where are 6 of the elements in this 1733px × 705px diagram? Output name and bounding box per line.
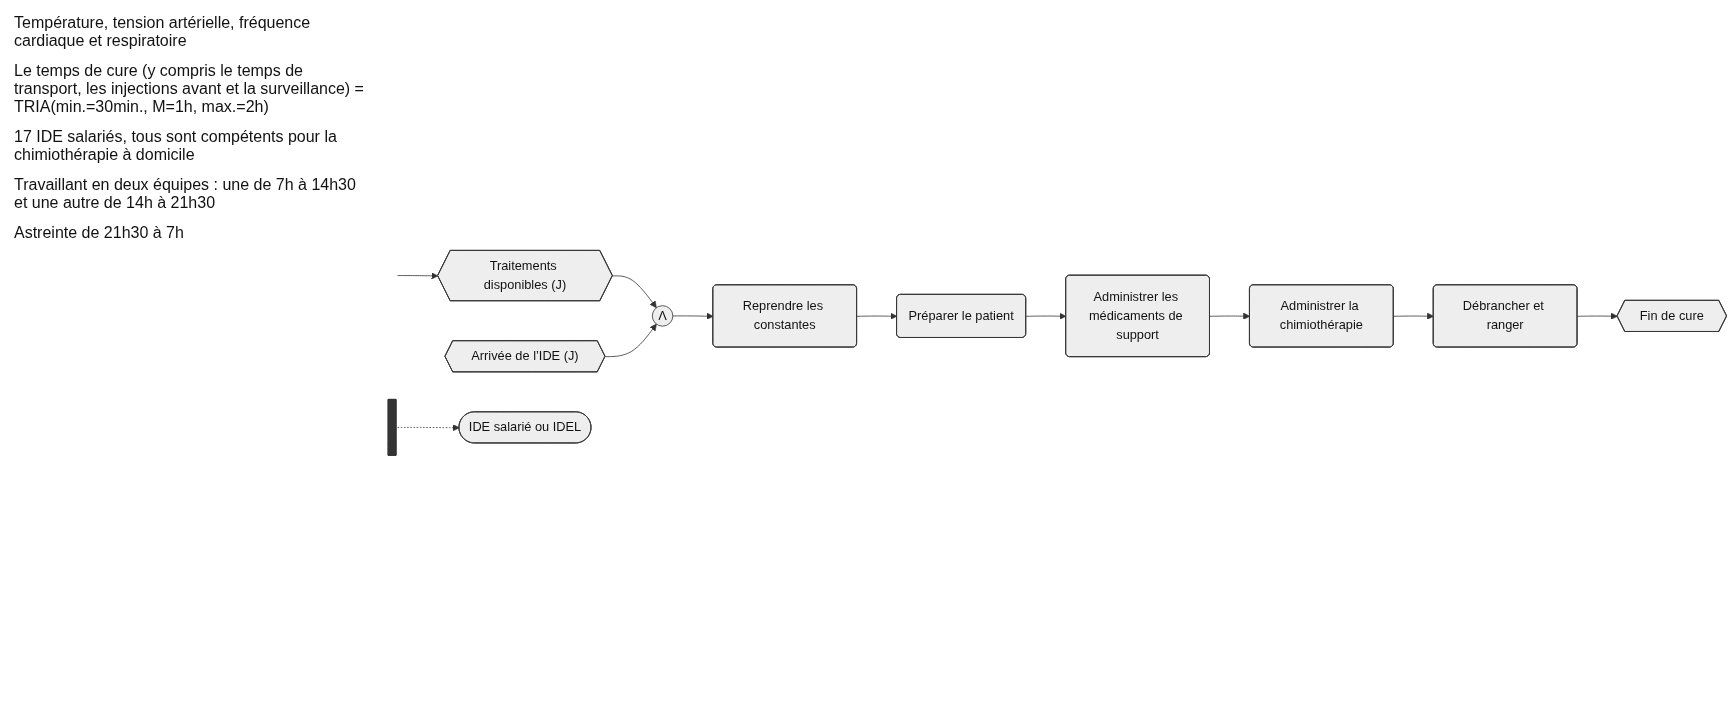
node-circle: Λ	[651, 304, 674, 327]
note-text: Astreinte de 21h30 à 7h	[14, 224, 185, 242]
note-text: 17 IDE salariés, tous sont compétents pour la chimiothérapie à domicile	[14, 128, 338, 164]
note-text: Le temps de cure (y compris le temps de transport, les injections avant et la surveillance) = TRIA(min.=30min., M=1h, max.=2h)	[14, 62, 365, 116]
note-text: Température, tension artérielle, fréquence cardiaque et respiratoire	[14, 14, 312, 50]
note-text: Travaillant en deux équipes : une de 7h à 14h30 et une autre de 14h à 21h30	[14, 176, 357, 212]
